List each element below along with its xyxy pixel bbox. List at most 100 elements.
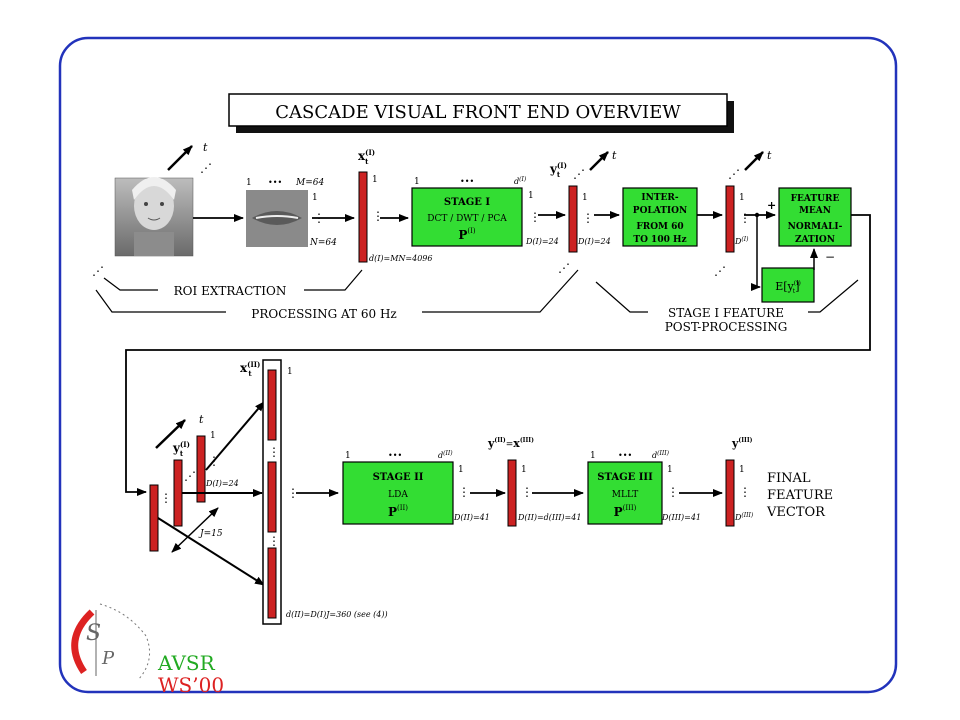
interp-vector-one: 1 bbox=[739, 193, 745, 203]
y-stack-label: y(I)t bbox=[172, 440, 190, 458]
expectation-label: E[y(I)t] bbox=[775, 280, 801, 295]
window-arrow-up bbox=[194, 507, 219, 531]
stage1-block bbox=[411, 187, 523, 247]
concat-dots-2: ⋮ bbox=[268, 534, 280, 548]
interp-vector-dots: ⋮ bbox=[739, 211, 751, 225]
diagram-title: CASCADE VISUAL FRONT END OVERVIEW bbox=[275, 102, 681, 123]
interp-line4: TO 100 Hz bbox=[633, 235, 686, 245]
stage1-title: STAGE I bbox=[444, 197, 491, 208]
interp-vector-dim: D(I) bbox=[734, 236, 749, 246]
stage2-out-dots: ⋮ bbox=[458, 485, 470, 499]
slide-frame bbox=[58, 36, 898, 694]
stage1-out-dim: D(I)=24 bbox=[525, 237, 559, 246]
time-dots-y: ⋰ bbox=[573, 167, 585, 181]
plus-sign: + bbox=[767, 199, 776, 212]
y-vector-dim: D(I)=24 bbox=[577, 237, 611, 246]
y2-dim: D(II)=d(III)=41 bbox=[517, 513, 581, 522]
concat-side-dots: ⋮ bbox=[287, 486, 299, 500]
stage3-line2: MLLT bbox=[612, 490, 638, 500]
clsp-logo: S P bbox=[71, 603, 151, 681]
y2-vector-bar bbox=[507, 459, 517, 527]
y-stack-bar-2 bbox=[173, 459, 183, 527]
stage1-one: 1 bbox=[414, 177, 420, 187]
roi-label: ROI EXTRACTION bbox=[174, 284, 287, 298]
minus-sign: − bbox=[825, 250, 835, 264]
y-stack-one: 1 bbox=[210, 431, 216, 441]
stage3-d: d(III) bbox=[652, 450, 670, 460]
path-to-expectation bbox=[751, 215, 761, 291]
stage3-out-one: 1 bbox=[667, 465, 673, 475]
x-vector-dots: ⋮ bbox=[372, 209, 384, 223]
y3-one: 1 bbox=[739, 465, 745, 475]
concat-dim: d(II)=D(I)J=360 (see (4)) bbox=[286, 610, 388, 619]
y-stack-bar-1 bbox=[149, 484, 159, 552]
stage3-one: 1 bbox=[590, 451, 596, 461]
interp-vector-bar bbox=[725, 185, 735, 253]
window-arrow-down bbox=[171, 529, 196, 553]
middle-dots-upper: ⋰ bbox=[558, 261, 570, 275]
concat-segment-2 bbox=[267, 461, 277, 533]
time-arrow-upper bbox=[167, 145, 193, 171]
expectation-block bbox=[761, 267, 815, 303]
stage2-title: STAGE II bbox=[373, 472, 424, 483]
left-dots-upper: ⋰ bbox=[92, 264, 104, 278]
y-vector-label: y(I)t bbox=[549, 161, 567, 179]
stage1-dots: ••• bbox=[460, 177, 474, 186]
concat-arrow-bottom bbox=[157, 517, 265, 586]
roi-n-label: N=64 bbox=[309, 238, 337, 248]
y-vector-one: 1 bbox=[582, 193, 588, 203]
title-box: CASCADE VISUAL FRONT END OVERVIEW bbox=[228, 93, 734, 133]
y2-dots: ⋮ bbox=[521, 485, 533, 499]
stage1-out-dots: ⋮ bbox=[529, 210, 541, 224]
stage2-out-one: 1 bbox=[458, 465, 464, 475]
y3-dots: ⋮ bbox=[739, 485, 751, 499]
roi-side-one: 1 bbox=[312, 193, 318, 203]
final-label-2: FEATURE bbox=[767, 488, 833, 503]
y2-one: 1 bbox=[521, 465, 527, 475]
time-arrow-lower bbox=[155, 419, 186, 449]
fmn-line1: FEATURE bbox=[791, 194, 840, 204]
stage3-block bbox=[587, 461, 663, 525]
interpolation-block bbox=[622, 187, 698, 247]
stage3-title: STAGE III bbox=[597, 472, 653, 483]
stage2-out-dim: D(II)=41 bbox=[453, 513, 490, 522]
logo-ws00: WS’00 bbox=[158, 673, 224, 697]
right-dots-upper: ⋰ bbox=[714, 264, 726, 278]
stage2-dots: ••• bbox=[388, 451, 402, 460]
interp-line3: FROM 60 bbox=[636, 222, 683, 232]
interp-line2: POLATION bbox=[633, 206, 687, 216]
stage1-line2: DCT / DWT / PCA bbox=[427, 214, 507, 224]
roi-dots: ••• bbox=[268, 178, 282, 187]
stage3-dots: ••• bbox=[618, 451, 632, 460]
time-label-interp: t bbox=[767, 149, 772, 162]
concat-dots-1: ⋮ bbox=[268, 445, 280, 459]
stage1-d: d(I) bbox=[514, 176, 527, 186]
time-label-lower: t bbox=[199, 413, 204, 426]
wrap-connector bbox=[125, 214, 871, 496]
fmn-line3: NORMALI- bbox=[788, 222, 843, 232]
concat-one: 1 bbox=[287, 367, 293, 377]
final-label-3: VECTOR bbox=[766, 505, 826, 520]
stage3-out-dim: D(III)=41 bbox=[661, 513, 701, 522]
svg-text:P: P bbox=[101, 648, 115, 669]
time-arrow-y bbox=[589, 151, 609, 171]
roi-m-label: M=64 bbox=[295, 178, 324, 188]
time-dots-upper: ⋰ bbox=[200, 161, 212, 175]
x-vector-bar bbox=[358, 171, 368, 263]
stage2-line2: LDA bbox=[388, 490, 408, 500]
x-vector-dim: d(I)=MN=4096 bbox=[369, 254, 432, 263]
postproc-label-2: POST-PROCESSING bbox=[665, 320, 788, 334]
stage3-out-dots: ⋮ bbox=[667, 485, 679, 499]
y-stack-bar-3 bbox=[196, 435, 206, 503]
face-image bbox=[114, 177, 194, 257]
x-vector-label: x(I)t bbox=[358, 148, 375, 166]
stage2-one: 1 bbox=[345, 451, 351, 461]
y3-vector-bar bbox=[725, 459, 735, 527]
processing-label: PROCESSING AT 60 Hz bbox=[251, 307, 396, 321]
time-label-upper: t bbox=[203, 141, 208, 154]
y2-label: y(II)=x(III) bbox=[487, 437, 534, 450]
fmn-line2: MEAN bbox=[799, 206, 831, 216]
time-arrow-interp bbox=[744, 151, 764, 171]
window-label: J=15 bbox=[198, 529, 223, 539]
